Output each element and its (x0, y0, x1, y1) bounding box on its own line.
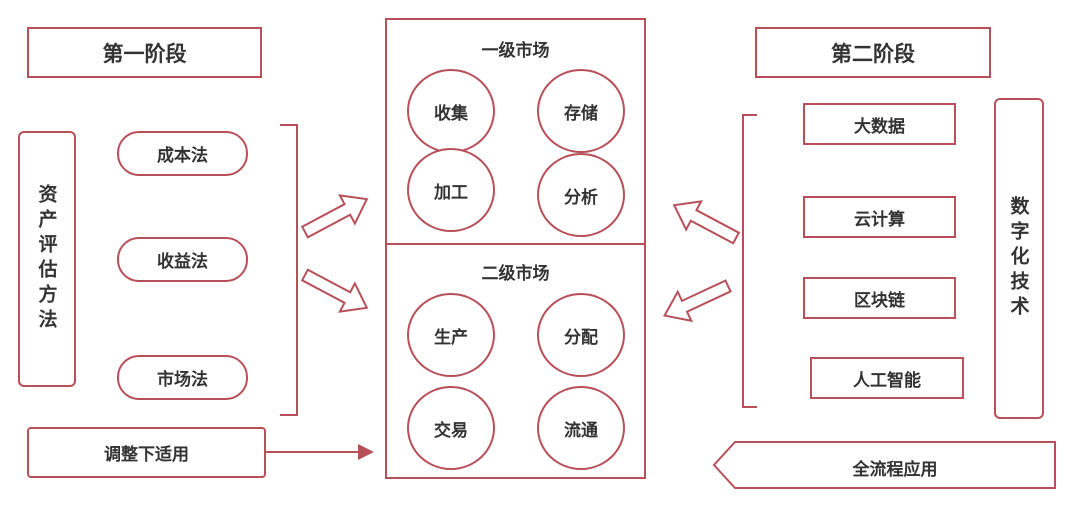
secondary-item-trade: 交易 (407, 386, 495, 470)
tech-ai: 人工智能 (810, 357, 964, 399)
primary-item-store: 存储 (537, 69, 625, 153)
primary-market-title: 一级市场 (481, 41, 550, 61)
secondary-item-produce: 生产 (407, 293, 495, 377)
tech-big-data: 大数据 (803, 103, 956, 145)
right-bracket (742, 114, 757, 408)
primary-item-collect: 收集 (407, 69, 495, 153)
tech-blockchain: 区块链 (803, 277, 956, 319)
secondary-item-distribute: 分配 (537, 293, 625, 377)
adjust-box: 调整下适用 (27, 427, 266, 478)
process-banner: 全流程应用 (852, 460, 938, 480)
secondary-market-title: 二级市场 (481, 264, 550, 284)
stage1-title: 第一阶段 (27, 27, 262, 78)
arrow-left-down-icon (663, 279, 732, 323)
arrow-right-down-icon (300, 268, 369, 313)
method-market: 市场法 (117, 355, 248, 400)
stage2-title: 第二阶段 (755, 27, 991, 78)
method-cost: 成本法 (117, 131, 248, 176)
method-income: 收益法 (117, 237, 248, 282)
primary-item-process: 加工 (407, 148, 495, 232)
process-banner-shape (712, 441, 1056, 489)
tech-group-label: 数字化技术 (994, 98, 1044, 419)
secondary-item-circulate: 流通 (537, 386, 625, 470)
arrow-right-up-icon (300, 194, 369, 239)
method-group-label: 资产评估方法 (18, 131, 76, 387)
primary-item-analyze: 分析 (537, 153, 625, 237)
tech-cloud: 云计算 (803, 196, 956, 238)
left-bracket (280, 124, 298, 416)
arrow-left-up-icon (672, 200, 741, 245)
